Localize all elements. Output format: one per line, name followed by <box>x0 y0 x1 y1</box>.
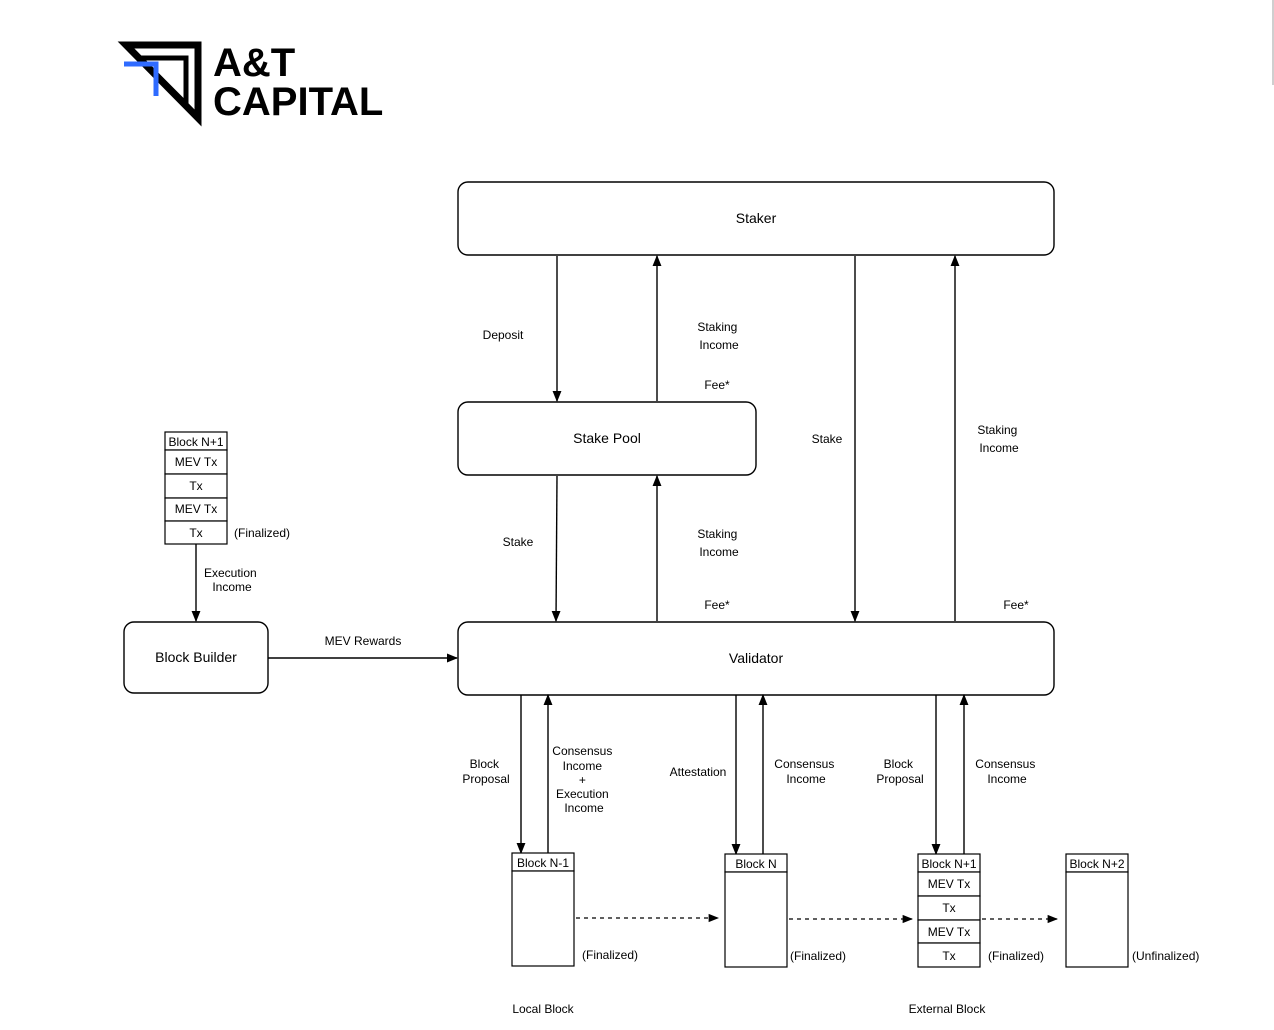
chain-block-row: Tx <box>942 949 955 963</box>
stake-pool-box[interactable]: Stake Pool <box>457 401 757 476</box>
chain-block: Block N+1 MEV Tx Tx MEV Tx Tx (Finalized… <box>917 853 1044 968</box>
block-builder-label: Block Builder <box>155 649 237 665</box>
chain-block-status: (Unfinalized) <box>1132 949 1199 963</box>
chain-block-header: Block N+1 <box>921 857 976 871</box>
chain-block-row: Tx <box>942 901 955 915</box>
staking-income-mid-label: Staking Income <box>697 527 740 559</box>
logo-text-line2: CAPITAL <box>213 80 383 124</box>
block-proposal-external-label: Block Proposal <box>876 757 923 786</box>
local-block-label: Local Block <box>512 1002 574 1016</box>
chain-block-status: (Finalized) <box>582 948 638 962</box>
logo-mark-icon <box>117 41 202 127</box>
validator-label: Validator <box>729 650 784 666</box>
execution-income-label: Execution Income <box>204 566 260 594</box>
window-edge <box>1272 0 1274 85</box>
builder-block-row: Tx <box>189 526 202 540</box>
block-proposal-local-label: Block Proposal <box>462 757 509 786</box>
staking-income-top-label: Staking Income <box>697 320 740 352</box>
chain-block-status: (Finalized) <box>790 949 846 963</box>
staker-box[interactable]: Staker <box>457 181 1055 256</box>
consensus-execution-income-label: Consensus Income + Execution Income <box>552 744 615 815</box>
builder-block-stack: Block N+1 MEV Tx Tx MEV Tx Tx (Finalized… <box>164 431 290 545</box>
staking-income-right-label: Staking Income <box>977 423 1020 455</box>
chain-block-header: Block N <box>735 857 776 871</box>
chain-block: Block N-1 (Finalized) <box>511 852 638 967</box>
logo-text-line1: A&T <box>213 41 295 85</box>
chain-block: Block N (Finalized) <box>724 853 846 968</box>
stake-pool-stake-label: Stake <box>503 535 534 549</box>
chain-block-header: Block N-1 <box>517 856 569 870</box>
staker-stake-label: Stake <box>812 432 843 446</box>
fee-right-label: Fee* <box>1003 598 1029 612</box>
mev-rewards-label: MEV Rewards <box>325 634 402 648</box>
chain-block-status: (Finalized) <box>988 949 1044 963</box>
fee-mid-label: Fee* <box>704 598 730 612</box>
consensus-income-n-label: Consensus Income <box>774 757 837 786</box>
consensus-income-n1-label: Consensus Income <box>975 757 1038 786</box>
builder-block-row: MEV Tx <box>175 502 217 516</box>
chain-block-row: MEV Tx <box>928 925 970 939</box>
fee-top-label: Fee* <box>704 378 730 392</box>
attestation-label: Attestation <box>670 765 727 779</box>
builder-block-row: Tx <box>189 479 202 493</box>
logo: A&T CAPITAL <box>117 41 383 127</box>
builder-block-header: Block N+1 <box>168 435 223 449</box>
external-block-label: External Block <box>909 1002 987 1016</box>
chain-block-header: Block N+2 <box>1069 857 1124 871</box>
stake-pool-label: Stake Pool <box>573 430 641 446</box>
chain-block: Block N+2 (Unfinalized) <box>1065 853 1199 968</box>
deposit-label: Deposit <box>483 328 524 342</box>
builder-block-status: (Finalized) <box>234 526 290 540</box>
stake-pool-to-validator-arrow <box>551 475 561 623</box>
block-builder-box[interactable]: Block Builder <box>123 621 269 694</box>
staker-label: Staker <box>736 210 777 226</box>
builder-block-row: MEV Tx <box>175 455 217 469</box>
chain-block-row: MEV Tx <box>928 877 970 891</box>
validator-box[interactable]: Validator <box>457 621 1055 696</box>
